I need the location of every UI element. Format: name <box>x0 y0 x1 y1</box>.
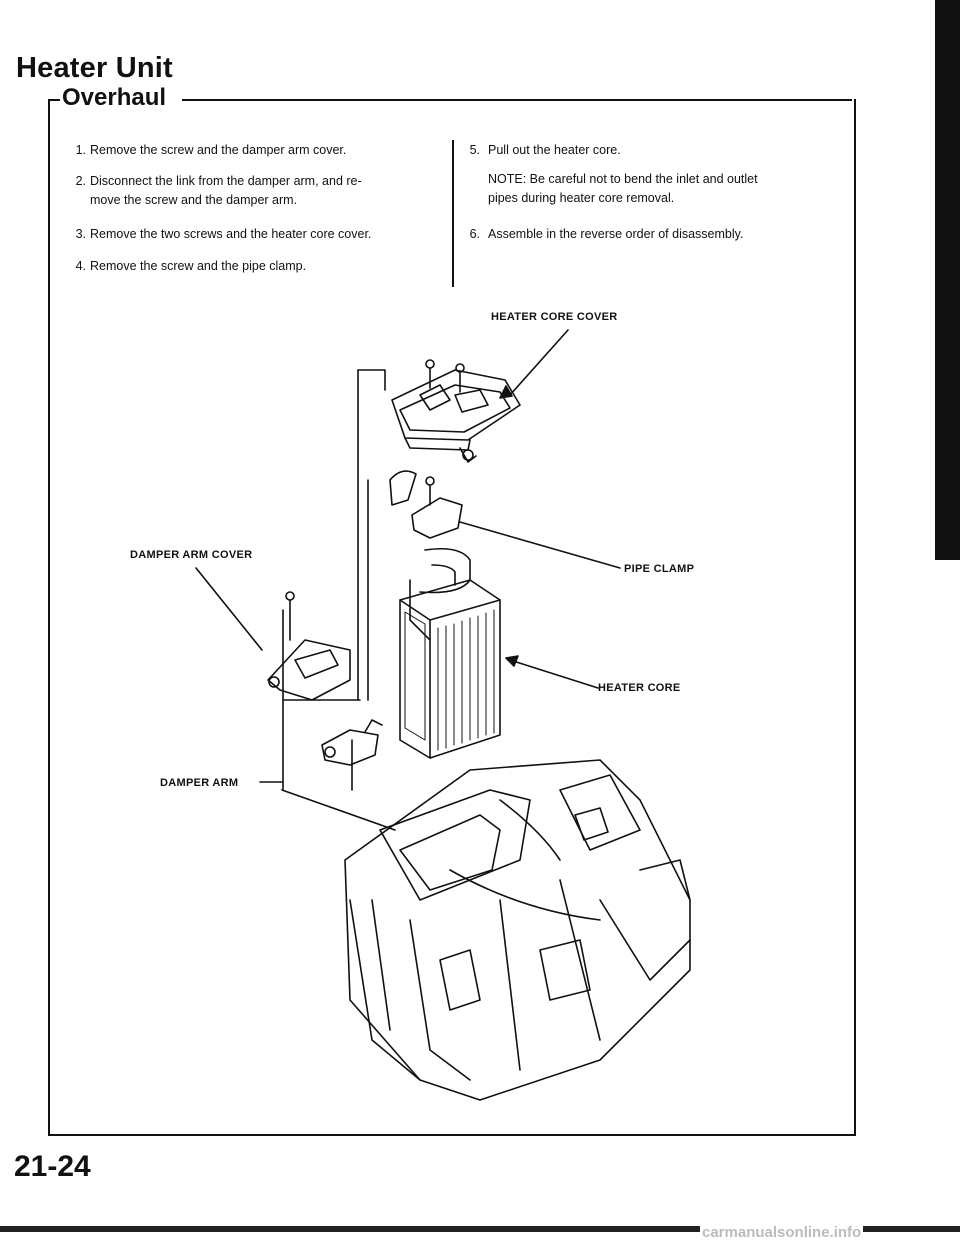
label-pipe-clamp: PIPE CLAMP <box>624 563 695 575</box>
leader-damper-arm-cover <box>195 567 263 651</box>
step-number: 6. <box>469 227 480 241</box>
label-damper-arm-cover: DAMPER ARM COVER <box>130 549 253 561</box>
subtitle-rule <box>182 99 852 101</box>
step-number: 1. <box>75 143 86 157</box>
leader-pipe-clamp <box>459 521 621 569</box>
label-heater-core-cover: HEATER CORE COVER <box>491 311 618 323</box>
step-text: move the screw and the damper arm. <box>90 193 298 207</box>
page-number: 21-24 <box>14 1150 91 1183</box>
heater-core-body <box>399 579 501 759</box>
pipe-clamp-body <box>411 497 463 539</box>
watermark: carmanualsonline.info <box>700 1224 864 1241</box>
page-title: Heater Unit <box>16 52 173 84</box>
subtitle-rule-left <box>48 99 60 101</box>
column-divider <box>452 140 454 287</box>
footer-margin <box>0 1232 960 1243</box>
step-number: 5. <box>469 143 480 157</box>
step-text: Remove the two screws and the heater cor… <box>90 227 372 241</box>
step-text: Disconnect the link from the damper arm,… <box>90 174 362 188</box>
seal <box>389 470 417 506</box>
damper-arm-body <box>321 729 379 766</box>
note-text: pipes during heater core removal. <box>488 191 675 205</box>
footer-bar <box>0 1226 960 1232</box>
label-damper-arm: DAMPER ARM <box>160 777 239 789</box>
label-heater-core: HEATER CORE <box>598 682 681 694</box>
section-subtitle: Overhaul <box>62 84 167 111</box>
step-text: Pull out the heater core. <box>488 143 621 157</box>
arrowhead-cover <box>499 385 513 399</box>
heater-housing <box>344 759 691 1101</box>
step-text: Remove the screw and the damper arm cove… <box>90 143 347 157</box>
damper-arm-cover-body <box>267 639 351 701</box>
leader-heater-core <box>509 659 599 689</box>
note-text: NOTE: Be careful not to bend the inlet a… <box>488 172 758 186</box>
step-text: Assemble in the reverse order of disasse… <box>488 227 744 241</box>
step-number: 2. <box>75 174 86 188</box>
inlet-pipe <box>419 547 471 594</box>
content-frame <box>48 99 856 1136</box>
housing-port <box>559 774 641 851</box>
step-number: 3. <box>75 227 86 241</box>
leader-heater-core-cover <box>509 329 569 396</box>
edge-tab-bar <box>935 0 960 560</box>
step-text: Remove the screw and the pipe clamp. <box>90 259 307 273</box>
step-number: 4. <box>75 259 86 273</box>
